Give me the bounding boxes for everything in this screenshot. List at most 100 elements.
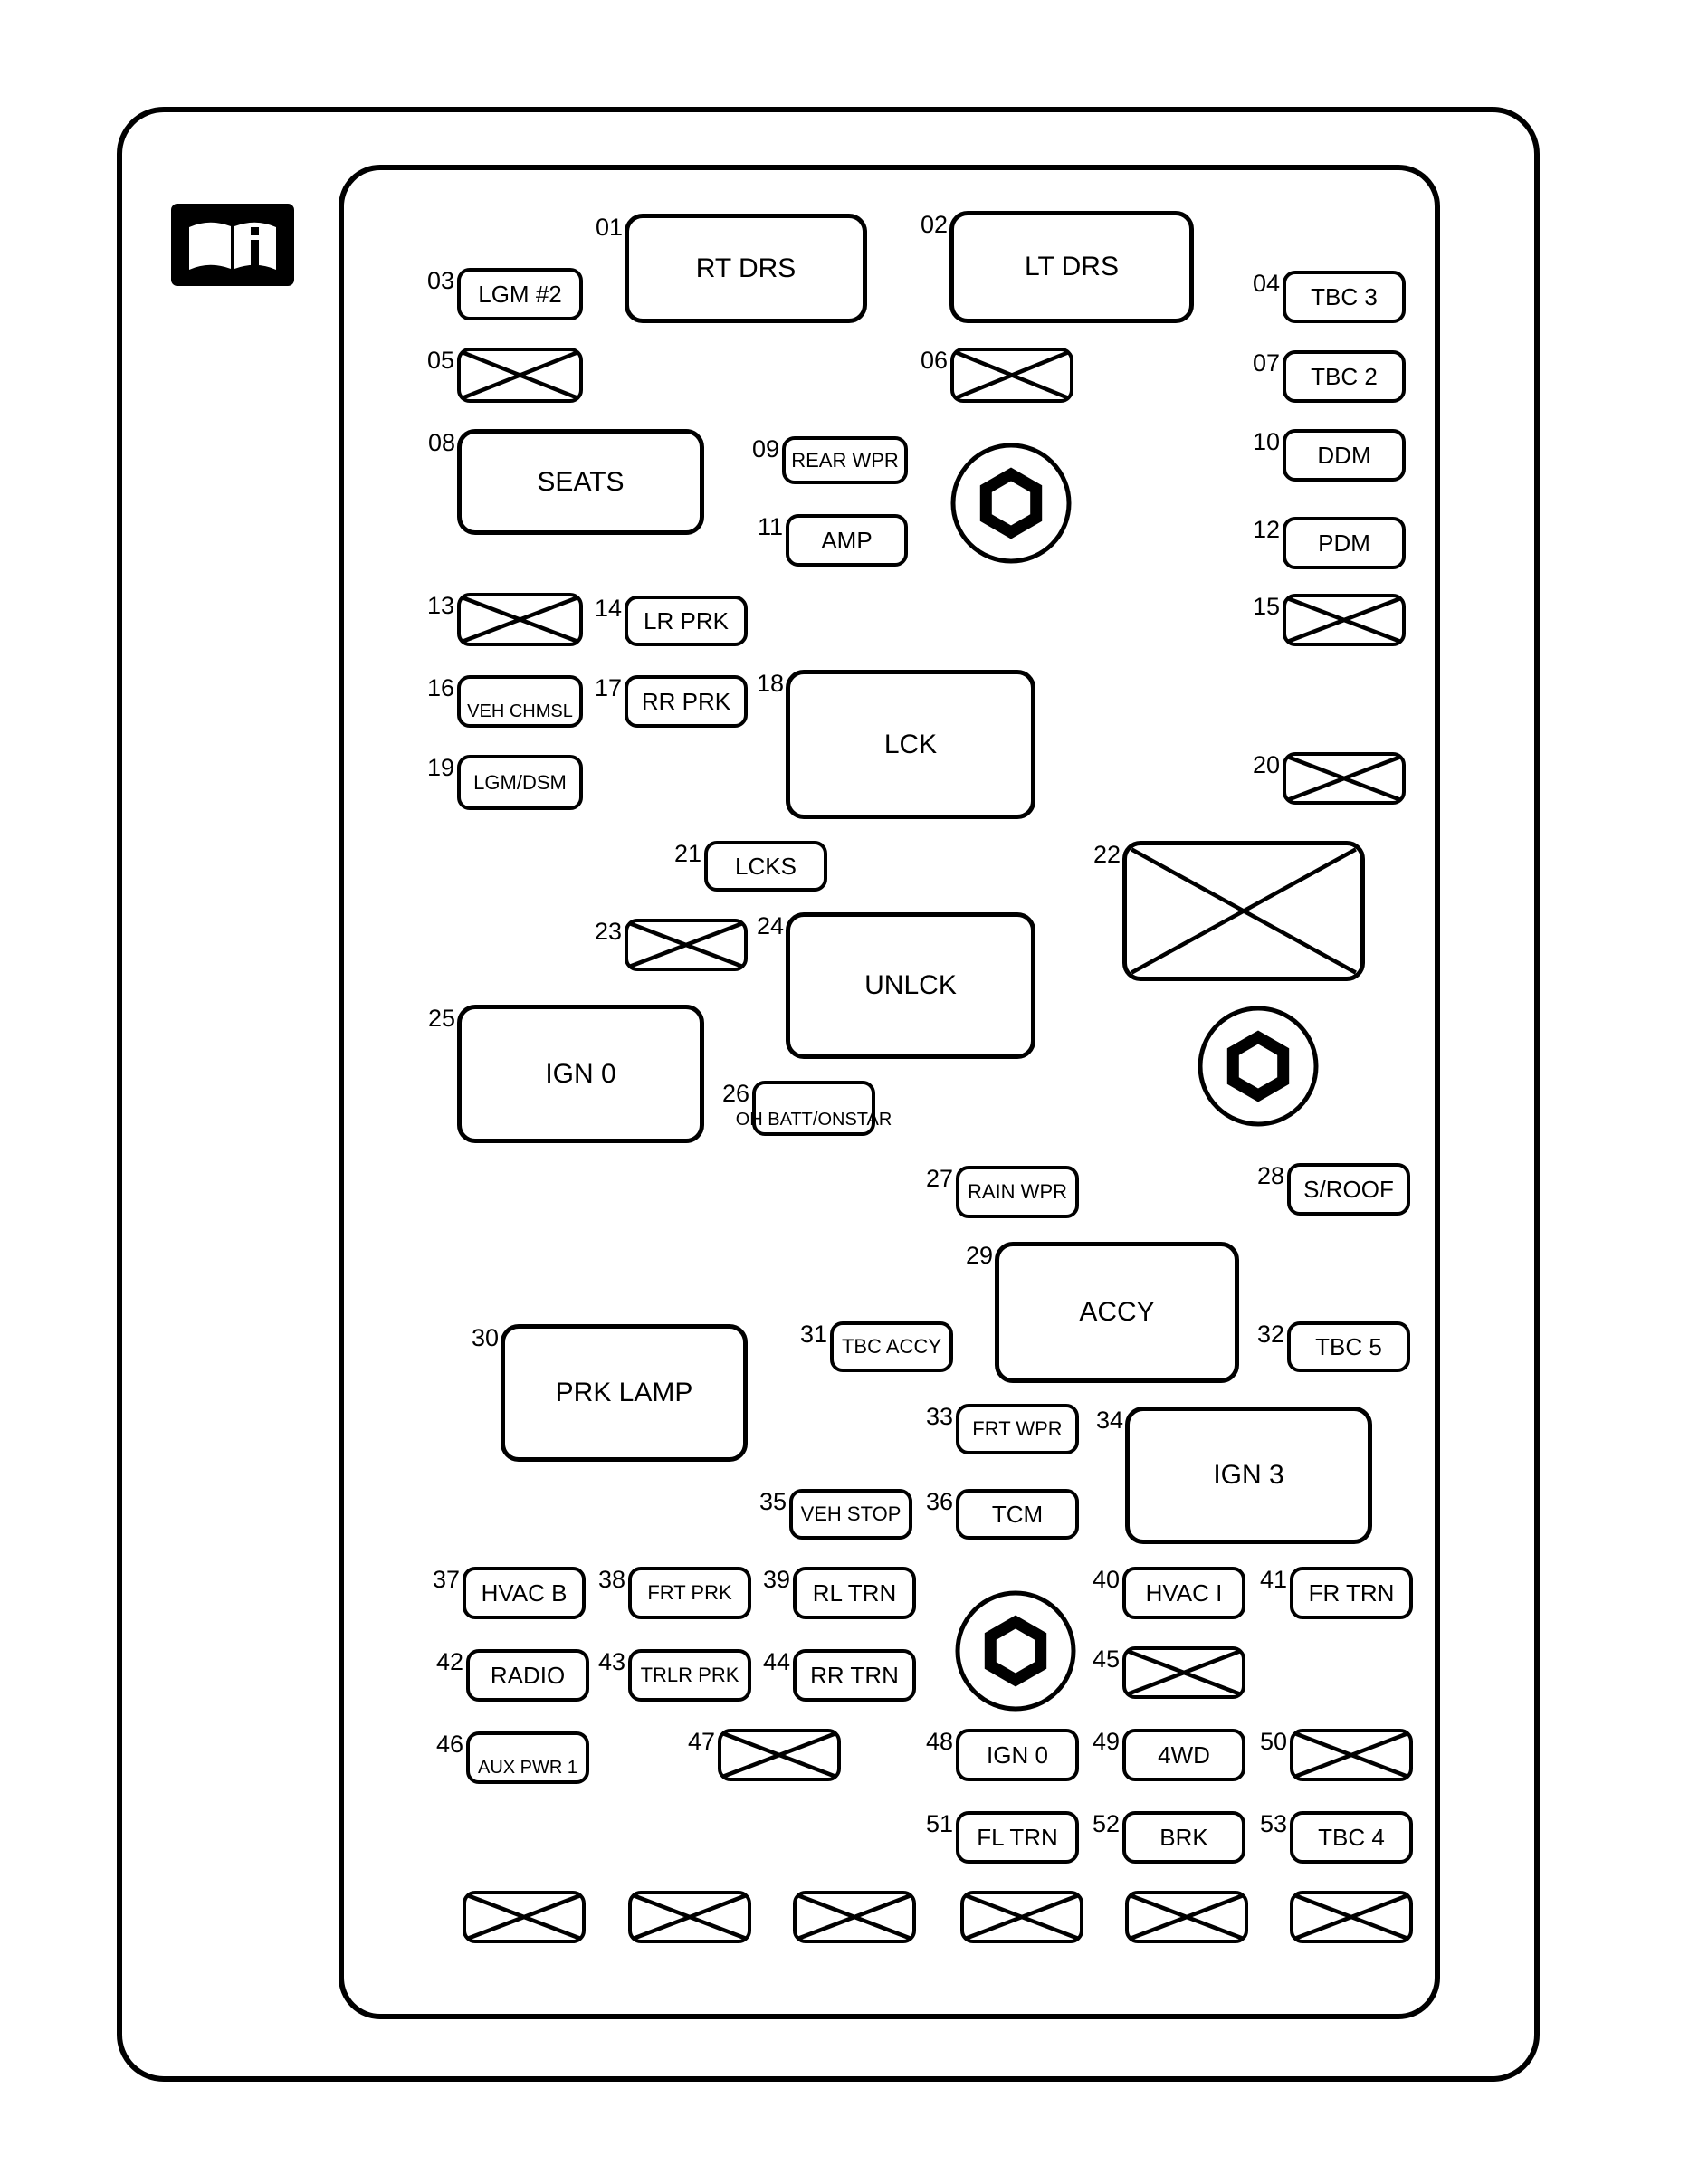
fuse-number: 01 [595,214,623,241]
fuse-label: TBC 5 [1315,1333,1382,1360]
fuse-22: 22 [1093,841,1365,981]
fuse-label: LGM #2 [478,281,562,308]
crossed-out-icon [461,596,579,643]
fuse-05: 05 [427,347,583,403]
fuse-label: FRT PRK [647,1581,732,1604]
fuse-label: FL TRN [977,1824,1058,1851]
crossed-out-icon [628,922,744,968]
fuse-number: 15 [1252,593,1280,620]
fuse-label: SEATS [537,466,625,497]
fuse-label: LGM/DSM [473,770,567,794]
fuse-number: 44 [762,1648,790,1675]
fuse-label: LT DRS [1025,252,1119,281]
fuse-label: HVAC B [481,1579,568,1607]
fuse-label: TBC 2 [1311,363,1378,390]
fuse-number: 38 [597,1566,625,1593]
fuse-label: RAIN WPR [968,1180,1067,1203]
fuse-blank [1290,1891,1413,1943]
fuse-label: RR PRK [641,688,731,715]
fuse-47: 47 [688,1728,841,1781]
crossed-out-icon [1293,1894,1409,1940]
fuse-number: 08 [427,429,455,456]
fuse-number: 14 [594,595,622,622]
crossed-out-icon [1127,845,1360,977]
fuse-number: 41 [1259,1566,1287,1593]
fuse-label: IGN 3 [1213,1460,1284,1490]
fuse-blank [793,1891,916,1943]
fuse-number: 05 [426,347,454,374]
fuse-label: LCK [883,729,938,759]
fuse-number: 47 [687,1728,715,1755]
fuse-number: 22 [1093,841,1121,868]
crossed-out-icon [466,1894,582,1940]
fuse-label: LCKS [735,853,797,880]
fuse-label: IGN 0 [987,1741,1048,1769]
fuse-number: 53 [1259,1810,1287,1837]
fuse-label: 4WD [1158,1741,1210,1769]
fuse-23: 23 [595,918,748,971]
fuse-number: 33 [925,1403,953,1430]
fuse-49: 49 4WD [1093,1728,1245,1781]
fuse-label: AMP [821,527,873,554]
fuse-number: 49 [1092,1728,1120,1755]
fuse-number: 45 [1092,1645,1120,1673]
fuse-label: TBC ACCY [841,1335,942,1358]
fuse-number: 34 [1095,1407,1123,1434]
owners-manual-info-icon [171,204,294,286]
fuse-number: 32 [1256,1321,1284,1348]
fuse-number: 29 [965,1242,993,1269]
fuse-label: TCM [991,1501,1044,1528]
crossed-out-icon [632,1894,748,1940]
fuse-label: S/ROOF [1303,1176,1394,1203]
fuse-06: 06 [921,347,1073,403]
fuse-label: RADIO [490,1662,566,1689]
fuse-number: 17 [594,674,622,701]
fuse-number: 16 [426,674,454,701]
fuse-number: 20 [1252,751,1280,778]
fuse-number: 40 [1092,1566,1120,1593]
hex-bolt-icon [1198,1006,1319,1127]
fuse-number: 43 [597,1648,625,1675]
fuse-blank [1125,1891,1248,1943]
fuse-number: 30 [471,1324,499,1351]
fuse-45: 45 [1093,1645,1245,1699]
fuse-number: 27 [925,1165,953,1192]
fuse-number: 28 [1256,1162,1284,1189]
crossed-out-icon [954,351,1070,399]
fuse-label: AUX PWR 1 [477,1758,578,1778]
fuse-number: 42 [435,1648,463,1675]
crossed-out-icon [964,1894,1080,1940]
fuse-label: REAR WPR [791,448,899,472]
fuse-label: IGN 0 [545,1058,616,1089]
fuse-number: 39 [762,1566,790,1593]
crossed-out-icon [1286,597,1402,643]
fuse-label: VEH STOP [800,1502,902,1525]
fuse-number: 52 [1092,1810,1120,1837]
fuse-number: 51 [925,1810,953,1837]
